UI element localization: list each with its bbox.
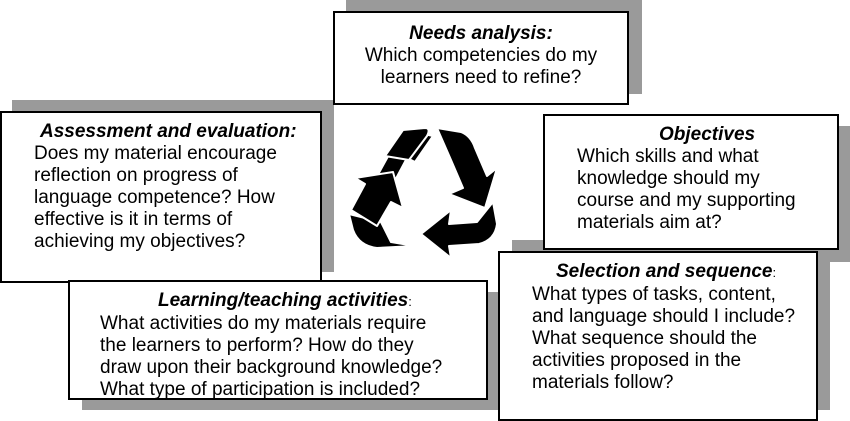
- objectives-box: Objectives Which skills and what knowled…: [543, 114, 839, 250]
- recycle-arrow-bottom-right: [420, 201, 498, 258]
- selection-sequence-heading: Selection and sequence:: [556, 261, 816, 284]
- assessment-line: reflection on progress of: [34, 165, 238, 186]
- objectives-title: Objectives: [659, 124, 756, 145]
- objectives-line: Which skills and what: [577, 146, 759, 167]
- learning-activities-title: Learning/teaching activities: [158, 290, 409, 311]
- learning-activities-line: the learners to perform? How do they: [100, 335, 414, 356]
- assessment-line: Does my material encourage: [34, 143, 277, 164]
- recycle-arrow-top-right: [436, 127, 498, 209]
- needs-analysis-title: Needs analysis:: [409, 23, 553, 44]
- learning-activities-box: Learning/teaching activities: What activ…: [68, 280, 488, 400]
- assessment-line: language competence? How: [34, 187, 275, 208]
- selection-sequence-line: What types of tasks, content,: [532, 284, 776, 305]
- objectives-line: knowledge should my: [577, 168, 760, 189]
- assessment-line: effective is it in terms of: [34, 209, 233, 230]
- learning-activities-colon: :: [408, 294, 412, 309]
- needs-analysis-line: Which competencies do my: [364, 45, 598, 66]
- needs-analysis-line: learners need to refine?: [380, 67, 582, 88]
- selection-sequence-title: Selection and sequence: [556, 261, 773, 282]
- selection-sequence-box: Selection and sequence: What types of ta…: [498, 251, 818, 421]
- selection-sequence-line: What sequence should the: [532, 328, 757, 349]
- learning-activities-heading: Learning/teaching activities:: [158, 290, 486, 313]
- needs-analysis-box: Needs analysis: Which competencies do my…: [333, 11, 629, 105]
- objectives-line: materials aim at?: [577, 212, 722, 233]
- selection-sequence-colon: :: [772, 265, 777, 280]
- selection-sequence-line: and language should I include?: [532, 306, 796, 327]
- selection-sequence-line: activities proposed in the: [532, 350, 742, 371]
- objectives-line: course and my supporting: [577, 190, 796, 211]
- learning-activities-line: What type of participation is included?: [100, 379, 421, 400]
- learning-activities-line: What activities do my materials require: [100, 313, 427, 334]
- recycle-arrow-bottom-left: [350, 171, 404, 227]
- assessment-line: achieving my objectives?: [34, 231, 246, 252]
- learning-activities-line: draw upon their background knowledge?: [100, 357, 443, 378]
- recycle-icon: [348, 127, 498, 258]
- assessment-title: Assessment and evaluation:: [40, 121, 297, 142]
- assessment-box: Assessment and evaluation: Does my mater…: [0, 111, 322, 283]
- selection-sequence-line: materials follow?: [532, 372, 674, 393]
- recycle-arrow-top-left: [384, 127, 430, 161]
